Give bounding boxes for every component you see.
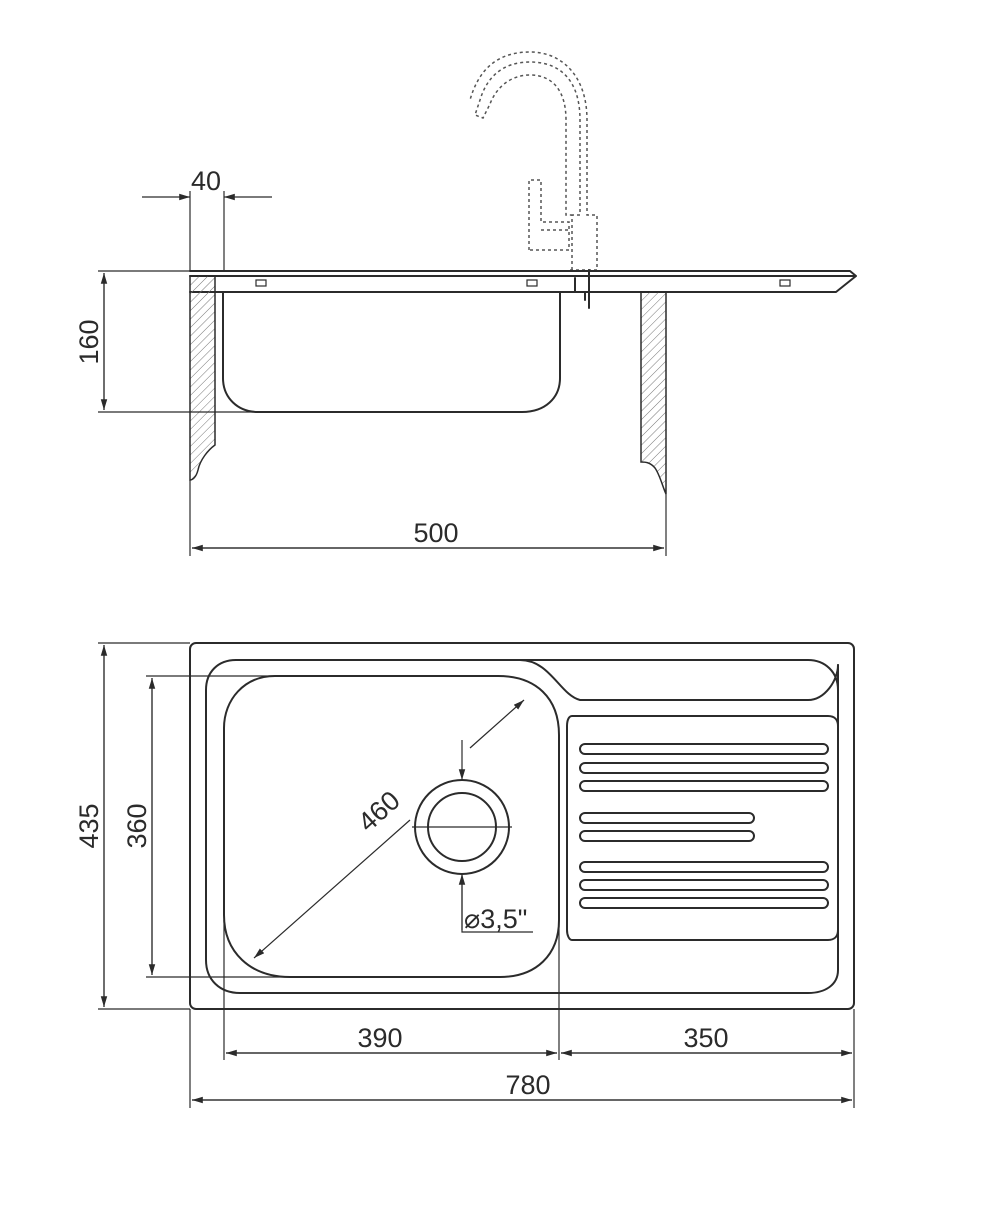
dim-total-width: 780 bbox=[505, 1070, 550, 1100]
drainer-outline bbox=[566, 715, 839, 941]
plan-view: ⌀3,5" 460 435 360 390 350 780 bbox=[74, 642, 855, 1108]
cabinet-wall-left bbox=[189, 275, 216, 481]
tap-fixing bbox=[571, 269, 598, 309]
sink-inner-rim bbox=[205, 659, 839, 994]
dim-bowl-depth: 160 bbox=[74, 319, 104, 364]
cabinet-wall-right bbox=[640, 291, 667, 495]
side-view: 40 160 500 bbox=[74, 51, 857, 556]
dim-cabinet-width: 500 bbox=[413, 518, 458, 548]
faucet-handle bbox=[528, 179, 570, 251]
drainer-grooves bbox=[579, 743, 829, 909]
dim-drain-size: ⌀3,5" bbox=[464, 904, 527, 934]
dim-bowl-diagonal: 460 bbox=[352, 785, 406, 837]
bowl-outline bbox=[223, 675, 560, 978]
dim-drainer-width: 350 bbox=[683, 1023, 728, 1053]
bowl-profile bbox=[222, 291, 561, 413]
faucet-outline bbox=[469, 51, 598, 271]
clip bbox=[255, 279, 267, 287]
dim-bowl-width: 390 bbox=[357, 1023, 402, 1053]
dim-total-depth: 435 bbox=[74, 803, 104, 848]
clip bbox=[526, 279, 538, 287]
sink-top-profile bbox=[189, 270, 857, 293]
dim-bowl-depth-plan: 360 bbox=[122, 803, 152, 848]
dim-rim-width: 40 bbox=[191, 166, 221, 196]
clip bbox=[779, 279, 791, 287]
sink-outer-edge bbox=[189, 642, 855, 1010]
